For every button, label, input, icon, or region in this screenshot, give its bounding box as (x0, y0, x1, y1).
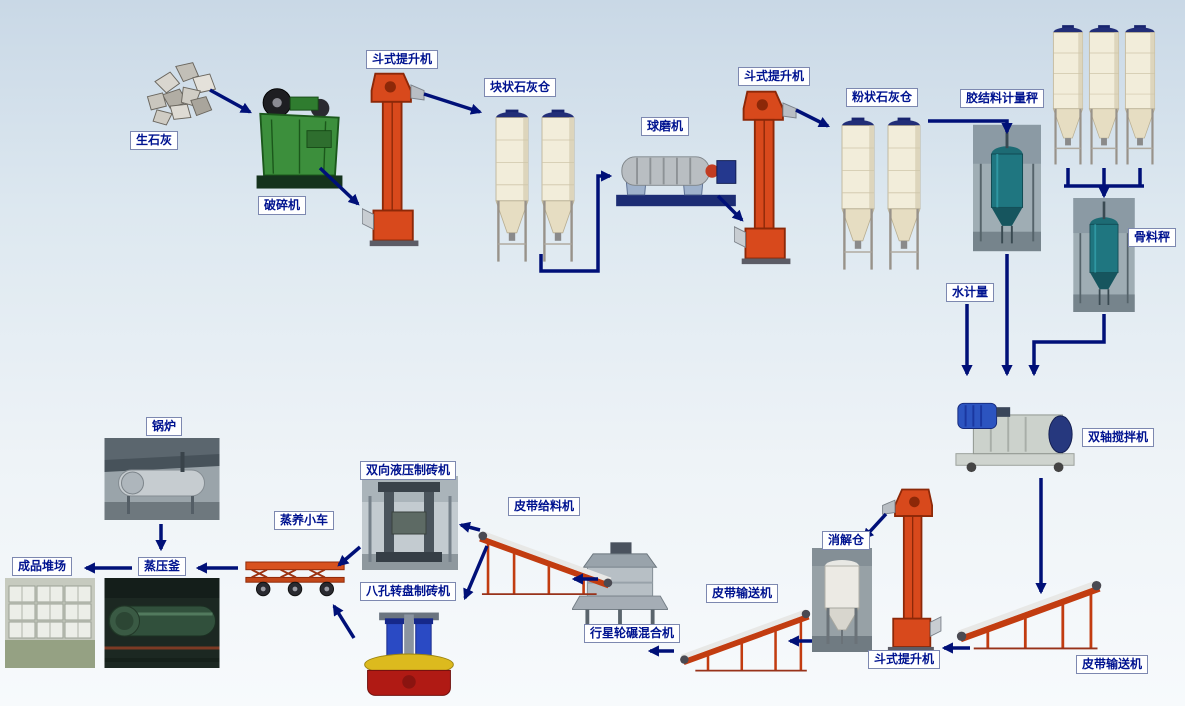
label-finished-product-yard: 成品堆场 (12, 557, 73, 576)
storage-silo-image (1124, 24, 1156, 166)
flow-arrow (1064, 168, 1144, 196)
label-quicklime: 生石灰 (130, 131, 179, 150)
flow-arrow (795, 108, 831, 128)
label-steam-curing-trolley: 蒸养小车 (274, 511, 335, 530)
label-belt-conveyor-mid: 皮带输送机 (706, 584, 779, 603)
flow-arrow (463, 545, 489, 601)
label-boiler: 锅炉 (146, 417, 183, 436)
storage-silo-image (1088, 24, 1120, 166)
label-crusher: 破碎机 (258, 196, 307, 215)
label-ball-mill: 球磨机 (641, 117, 690, 136)
steam-curing-trolley-image (244, 561, 346, 597)
rotary-brick-machine-image (364, 612, 454, 696)
label-bucket-elevator-3: 斗式提升机 (868, 650, 941, 669)
binder-metering-scale-image (973, 124, 1041, 252)
label-planetary-roller-mixer: 行星轮碾混合机 (584, 624, 681, 643)
storage-silo-image (1052, 24, 1084, 166)
flow-arrow (1028, 314, 1106, 377)
label-binder-metering-scale: 胶结料计量秤 (960, 89, 1045, 108)
label-bucket-elevator-1: 斗式提升机 (366, 50, 439, 69)
label-water-metering: 水计量 (946, 283, 995, 302)
flow-arrow (332, 604, 356, 639)
label-rotary-brick-machine: 八孔转盘制砖机 (360, 582, 457, 601)
flow-arrow (716, 194, 744, 222)
aggregate-scale-image (1072, 198, 1136, 312)
label-autoclave: 蒸压釜 (138, 557, 187, 576)
boiler-image (105, 438, 220, 520)
bucket-elevator-1-image (362, 72, 425, 248)
lump-lime-silo-image (494, 108, 530, 263)
label-twin-shaft-mixer: 双轴搅拌机 (1082, 428, 1155, 447)
label-belt-conveyor-right: 皮带输送机 (1076, 655, 1149, 674)
flow-arrow (337, 545, 362, 567)
twin-shaft-mixer-image (954, 402, 1076, 474)
lump-lime-silo-image (540, 108, 576, 263)
flow-arrow (458, 521, 481, 533)
bucket-elevator-3-image (881, 488, 942, 654)
digestion-silo-image (812, 548, 872, 652)
jaw-crusher-image (255, 87, 344, 190)
quicklime-pile-image (146, 62, 216, 126)
label-lump-lime-silo: 块状石灰仓 (484, 78, 557, 97)
label-bucket-elevator-2: 斗式提升机 (738, 67, 811, 86)
flow-arrow (928, 119, 1013, 135)
planetary-roller-mixer-image (572, 540, 668, 631)
label-aggregate-scale: 骨料秤 (1128, 228, 1177, 247)
flow-arrow (209, 88, 252, 114)
hydraulic-brick-machine-image (362, 476, 458, 570)
label-belt-feeder: 皮带给料机 (508, 497, 581, 516)
powder-lime-silo-image (840, 116, 876, 271)
belt-conveyor-right-image (957, 581, 1101, 649)
powder-lime-silo-image (886, 116, 922, 271)
label-hydraulic-brick-machine: 双向液压制砖机 (360, 461, 457, 480)
bucket-elevator-2-image (734, 90, 797, 266)
flow-arrow-layer (83, 88, 1144, 657)
flow-arrow (423, 92, 483, 115)
label-digestion-silo: 消解仓 (822, 531, 871, 550)
autoclave-image (105, 578, 220, 668)
flow-arrow (318, 166, 360, 206)
flow-arrow (539, 170, 613, 273)
label-powder-lime-silo: 粉状石灰仓 (846, 88, 919, 107)
finished-product-yard-image (4, 578, 96, 668)
ball-mill-image (615, 155, 737, 208)
